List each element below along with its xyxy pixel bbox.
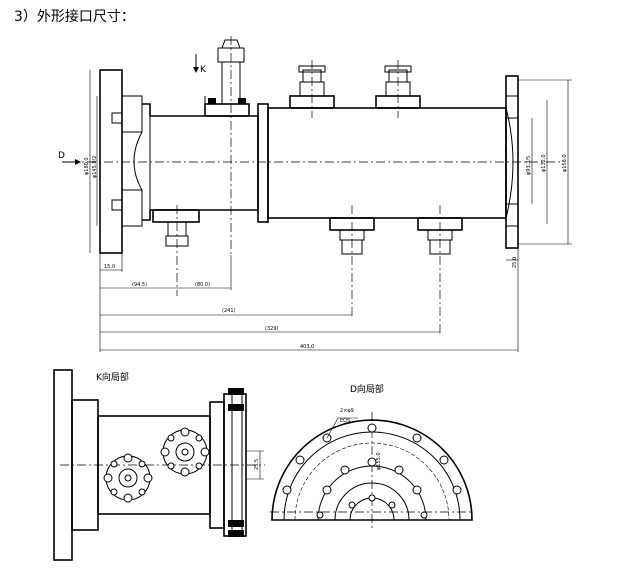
dim-right-1: φ93.3/5 xyxy=(526,156,532,175)
left-cavity-curve xyxy=(133,131,143,191)
dim-k-gap: 25.5 xyxy=(254,459,260,470)
dim-d5: 403.0 xyxy=(300,344,314,350)
left-bolt-bottom xyxy=(111,199,123,211)
dim-right-3: φ158.0 xyxy=(562,154,568,172)
dim-d-pcd: φ155.0 xyxy=(376,452,382,470)
d-arrow-label: D xyxy=(58,151,65,161)
dim-d4: (329) xyxy=(265,326,278,332)
dim-left-pcd: φ145.0/2 xyxy=(92,156,98,178)
right-cavity-curve xyxy=(505,107,514,219)
bottom-port-2 xyxy=(329,205,375,318)
k-arrow-label: K xyxy=(200,65,207,75)
left-flange-hatch-top xyxy=(121,95,143,133)
bottom-port-3 xyxy=(417,205,463,335)
top-port-2 xyxy=(375,60,421,118)
dim-d1: (94.5) xyxy=(132,282,147,288)
dim-d-hole-bottom: EQS xyxy=(340,418,350,424)
center-flange xyxy=(257,103,269,223)
dim-d3: (241) xyxy=(222,308,235,314)
dim-right-2: φ132.0 xyxy=(541,154,547,172)
bottom-port-left xyxy=(152,205,200,296)
main-view: K xyxy=(58,36,572,352)
k-port xyxy=(204,36,250,255)
k-view-label: K向局部 xyxy=(96,371,129,383)
left-bolt-top xyxy=(111,112,123,124)
d-view: D向局部 2×φ9 EQS φ155.0 xyxy=(270,383,474,530)
page-heading: 3）外形接口尺寸： xyxy=(14,9,135,25)
dim-d-hole-top: 2×φ9 xyxy=(340,408,354,414)
left-flange xyxy=(99,69,123,254)
left-flange-hatch-bottom xyxy=(121,189,143,227)
dim-left-outer: φ180.0 xyxy=(84,157,90,175)
dim-left-flange-thk: 15.0 xyxy=(104,264,115,270)
d-view-outer xyxy=(271,419,473,521)
dim-d2: (80.0) xyxy=(195,282,210,288)
top-port-1 xyxy=(289,60,335,118)
right-cylinder xyxy=(267,107,507,219)
d-view-label: D向局部 xyxy=(350,383,384,395)
right-flange xyxy=(505,75,519,249)
dim-right-flange-thk: 25.0 xyxy=(512,257,518,268)
k-view: K向局部 25.5 xyxy=(53,369,265,561)
